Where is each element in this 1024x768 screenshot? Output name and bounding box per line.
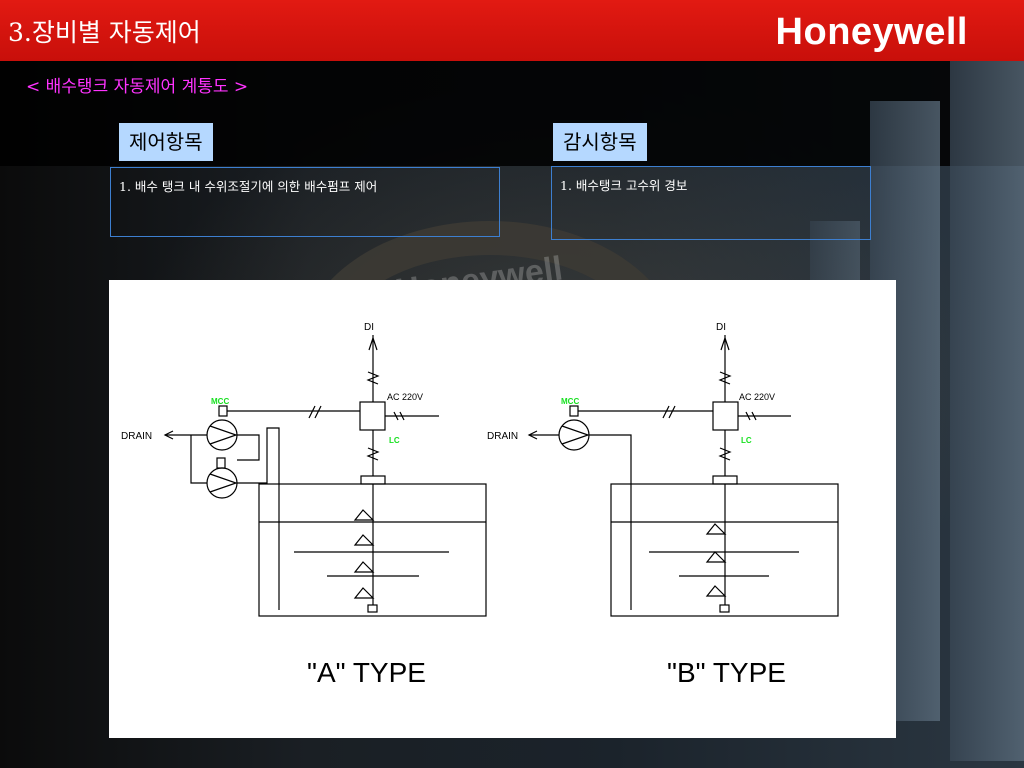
control-items-label: 제어항목 [119,123,213,161]
type-a-suction-pipe [237,427,280,610]
control-items-box: 1. 배수 탱크 내 수위조절기에 의한 배수펌프 제어 [110,167,500,237]
type-b-signal-tick [662,405,676,419]
type-a-pump-2-contact [216,457,226,469]
type-a-lc-label: LC [389,436,400,445]
type-a-pump-discharge [237,434,260,461]
type-b-signal-coil [718,371,732,385]
type-a-ac-label: AC 220V [387,392,423,402]
type-a-pump-2-symbol [209,473,238,493]
type-a-pump-1 [206,419,238,451]
type-b-drain-arrow [527,430,538,440]
type-a-drain-label: DRAIN [121,431,152,442]
type-a-di-arrow [368,336,378,351]
type-b-drain-label: DRAIN [487,431,518,442]
type-b-ac-tick [745,411,757,421]
type-b-mcc-contact [569,405,579,417]
type-a-signal-tick [308,405,322,419]
type-b-ac-label: AC 220V [739,392,775,402]
type-a-di-label: DI [364,322,374,333]
type-a-ac-tick [393,411,405,421]
type-a-signal-coil [366,371,380,385]
type-b-suction-pipe [589,434,632,610]
monitor-items-label: 감시항목 [553,123,647,161]
diagram-subtitle: < 배수탱크 자동제어 계통도 > [26,77,249,97]
background-building [950,61,1024,761]
type-b-diagram: DI AC 220V LC MCC DRAIN [487,322,839,688]
type-a-diagram: DI AC 220V LC MCC [121,322,487,688]
type-b-di-label: DI [716,322,726,333]
type-a-bypass-pipe [190,435,207,484]
type-b-tank-flange [712,475,738,485]
honeywell-logo: Honeywell [775,11,968,53]
type-b-float-switch [705,523,727,597]
header-bar: 3.장비별 자동제어 Honeywell [0,0,1024,61]
monitor-items-box: 1. 배수탱크 고수위 경보 [551,166,871,240]
type-a-tank-flange [360,475,386,485]
type-b-pump-symbol [561,425,590,445]
slide-title: 3.장비별 자동제어 [8,18,201,47]
type-a-probe-coil [366,447,380,461]
type-b-caption: "B" TYPE [667,657,786,688]
type-a-mcc-contact [218,405,228,417]
monitor-item: 1. 배수탱크 고수위 경보 [560,178,688,193]
type-a-pump-1-symbol [209,425,238,445]
type-b-pump [558,419,590,451]
schematic-svg: DI AC 220V LC MCC [121,322,839,688]
control-item: 1. 배수 탱크 내 수위조절기에 의한 배수펌프 제어 [119,179,378,194]
type-b-probe-coil [718,447,732,461]
type-b-di-arrow [720,336,730,351]
type-a-caption: "A" TYPE [307,657,426,688]
type-a-float-switch [353,509,375,599]
type-a-drain-arrow [163,430,174,440]
type-a-float-weight [367,604,378,613]
type-b-mcc-label: MCC [561,397,579,406]
type-a-pump-2 [206,467,238,499]
type-b-level-controller [712,401,739,431]
schematic-diagram: DI AC 220V LC MCC [109,280,896,738]
type-b-float-weight [719,604,730,613]
type-a-level-controller [359,401,386,431]
type-b-lc-label: LC [741,436,752,445]
type-a-mcc-label: MCC [211,397,229,406]
